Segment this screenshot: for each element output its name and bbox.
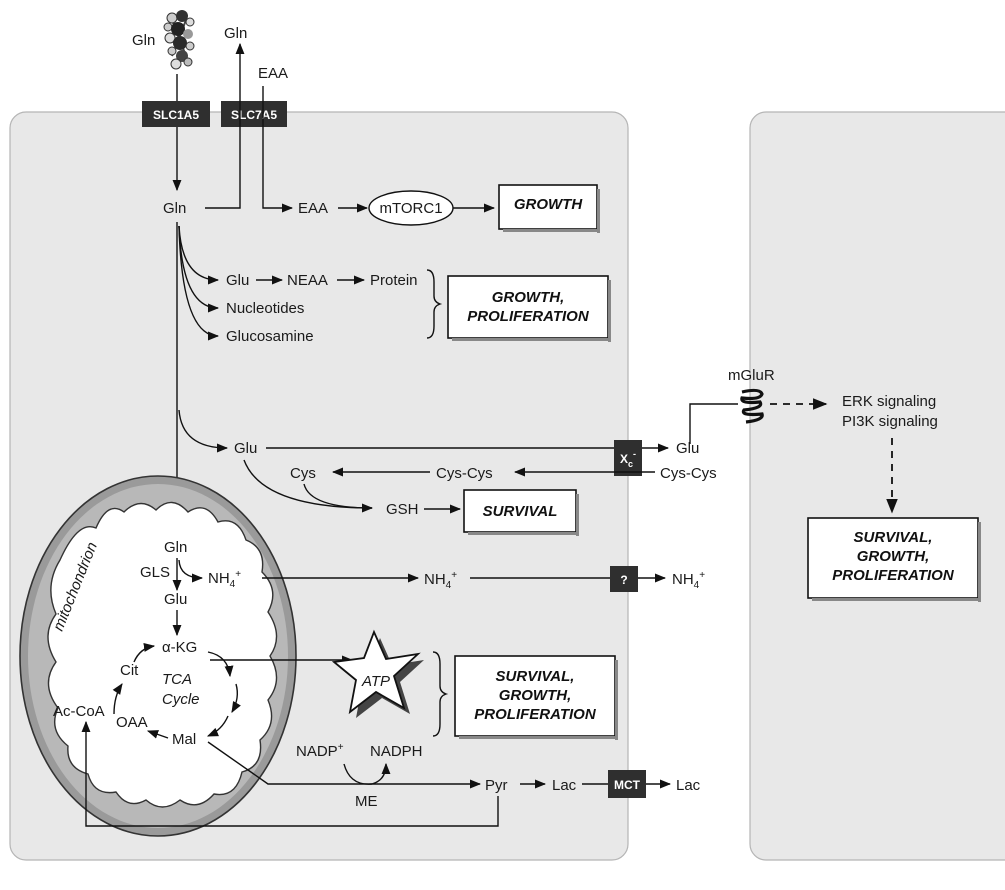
arrow-gls-nh4 <box>178 559 204 583</box>
label-eaa-cytosol: EAA <box>298 200 328 217</box>
label-gln-extracellular: Gln <box>132 32 155 49</box>
arrow-gln-efflux <box>205 42 245 209</box>
transporter-xc-label: Xc- <box>620 449 636 469</box>
arrow-pyr-accoa <box>81 720 499 827</box>
label-pyr: Pyr <box>485 777 508 794</box>
label-protein: Protein <box>370 272 418 289</box>
outcome-box-growth-proliferation: GROWTH, PROLIFERATION <box>447 275 611 342</box>
transporter-mct: MCT <box>608 770 646 798</box>
transporter-unknown-label: ? <box>620 573 627 587</box>
atp-star-icon: ATP <box>331 629 424 718</box>
arrow-oaa-cit <box>112 683 123 715</box>
outcome-neighbor-line1: SURVIVAL, <box>854 529 933 546</box>
transporter-slc1a5: SLC1A5 <box>142 101 210 127</box>
label-mal: Mal <box>172 731 196 748</box>
label-me: ME <box>355 793 378 810</box>
arrow-cys-gsh <box>303 483 373 509</box>
mitochondrion <box>19 475 297 837</box>
glutamine-molecule-icon <box>163 10 195 70</box>
label-gsh: GSH <box>386 501 419 518</box>
arrow-mal-oaa <box>146 730 169 739</box>
label-gln-cytosol: Gln <box>163 200 186 217</box>
label-mtorc1: mTORC1 <box>379 200 442 217</box>
arrow-tca-right-2 <box>206 715 229 737</box>
label-atp: ATP <box>361 673 390 690</box>
transporter-slc7a5: SLC7A5 <box>221 101 287 127</box>
transporter-xc: Xc- <box>614 440 642 476</box>
transporter-unknown: ? <box>610 566 638 592</box>
label-cit: Cit <box>120 662 139 679</box>
label-gls: GLS <box>140 564 170 581</box>
label-accoa: Ac-CoA <box>53 703 105 720</box>
arrow-cit-akg <box>133 642 156 663</box>
mglur-receptor-icon <box>740 388 764 424</box>
label-glu-outside: Glu <box>676 440 699 457</box>
label-gln-mito: Gln <box>164 539 187 556</box>
label-nadph: NADPH <box>370 743 423 760</box>
arrow-tca-right-1 <box>231 683 241 713</box>
arrow-gln-glu-2 <box>178 409 229 453</box>
label-glu-1: Glu <box>226 272 249 289</box>
outcome-box-survival: SURVIVAL <box>463 489 579 536</box>
outcome-growth-text: GROWTH <box>514 196 583 213</box>
label-nh4-outside: NH4+ <box>672 570 705 591</box>
label-tca-1: TCA <box>162 671 192 688</box>
label-nucleotides: Nucleotides <box>226 300 304 317</box>
label-mglur: mGluR <box>728 367 775 384</box>
label-erk-signaling: ERK signaling <box>842 393 936 410</box>
label-eaa-extracellular: EAA <box>258 65 288 82</box>
transporter-mct-label: MCT <box>614 778 641 792</box>
arrow-nadp-nadph <box>343 762 391 785</box>
outcome-growth-proliferation-line2: PROLIFERATION <box>467 308 590 325</box>
label-pi3k-signaling: PI3K signaling <box>842 413 938 430</box>
label-tca-2: Cycle <box>162 691 200 708</box>
label-gln-efflux: Gln <box>224 25 247 42</box>
label-cys-cys-outside: Cys-Cys <box>660 465 717 482</box>
arrow-eaa-influx <box>262 86 294 213</box>
label-neaa: NEAA <box>287 272 328 289</box>
transporter-slc1a5-label: SLC1A5 <box>153 108 199 122</box>
arrow-gln-glucosamine <box>178 225 220 341</box>
label-nh4-mito: NH4+ <box>208 569 241 590</box>
label-nh4-cytosol: NH4+ <box>424 570 457 591</box>
outcome-atp-line3: PROLIFERATION <box>474 706 597 723</box>
outcome-neighbor-line3: PROLIFERATION <box>832 567 955 584</box>
outcome-survival-text: SURVIVAL <box>483 503 558 520</box>
neighbor-cell-body <box>749 111 1005 861</box>
label-glu-mito: Glu <box>164 591 187 608</box>
outcome-atp-line1: SURVIVAL, <box>496 668 575 685</box>
label-lac-outside: Lac <box>676 777 701 794</box>
label-cys-cys-cytosol: Cys-Cys <box>436 465 493 482</box>
label-nadp: NADP+ <box>296 742 344 760</box>
bracket-atp <box>432 651 449 737</box>
outcome-box-growth: GROWTH <box>498 184 600 233</box>
transporter-slc7a5-label: SLC7A5 <box>231 108 277 122</box>
arrow-glu-mglur <box>689 403 738 444</box>
label-glucosamine: Glucosamine <box>226 328 314 345</box>
label-oaa: OAA <box>116 714 148 731</box>
label-akg: α-KG <box>162 639 197 656</box>
label-glu-2: Glu <box>234 440 257 457</box>
outcome-box-atp: SURVIVAL, GROWTH, PROLIFERATION <box>454 655 618 740</box>
bracket-biosynthesis <box>426 269 443 339</box>
label-cys: Cys <box>290 465 316 482</box>
outcome-neighbor-line2: GROWTH, <box>857 548 930 565</box>
label-lac-cytosol: Lac <box>552 777 577 794</box>
outcome-box-neighbor: SURVIVAL, GROWTH, PROLIFERATION <box>807 517 981 602</box>
outcome-atp-line2: GROWTH, <box>499 687 572 704</box>
arrow-mal-pyr <box>207 741 482 789</box>
outcome-growth-proliferation-line1: GROWTH, <box>492 289 565 306</box>
